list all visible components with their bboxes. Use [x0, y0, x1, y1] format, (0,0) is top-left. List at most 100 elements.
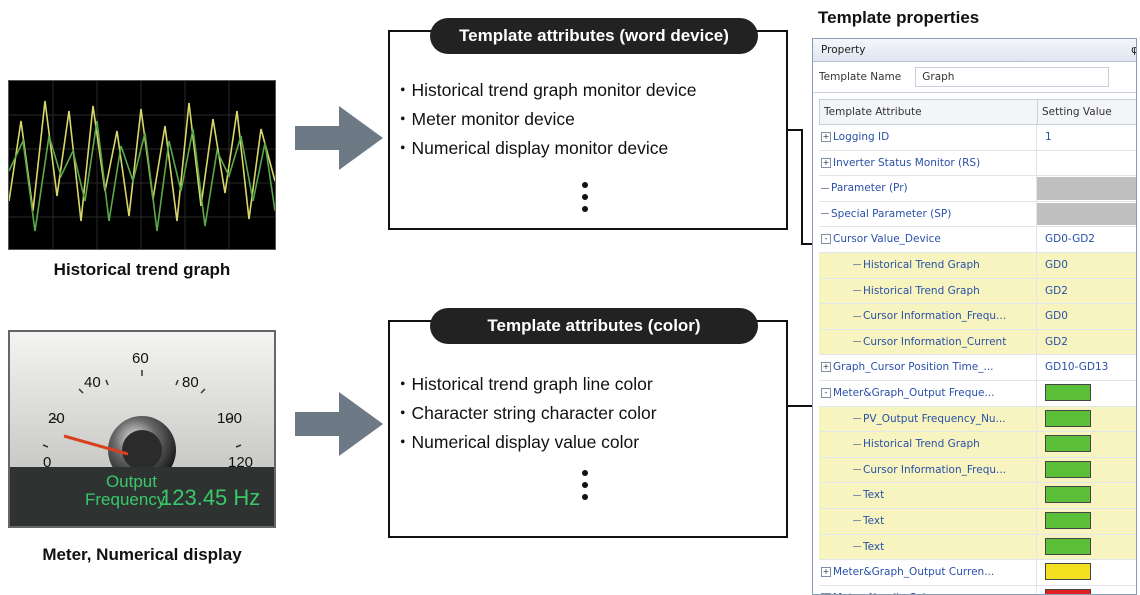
property-attribute: Historical Trend Graph [819, 432, 1037, 457]
property-value[interactable] [1037, 560, 1136, 585]
property-attribute: +Meter&Graph_Output Curren... [819, 560, 1037, 585]
property-value[interactable] [1037, 508, 1136, 534]
property-value-text: GD2 [1045, 335, 1068, 348]
color-swatch[interactable] [1045, 435, 1091, 453]
color-swatch[interactable] [1045, 511, 1091, 529]
property-value[interactable] [1037, 457, 1136, 483]
property-value[interactable] [1037, 586, 1136, 594]
property-value-text: GD0-GD2 [1045, 233, 1095, 246]
expand-icon[interactable]: + [821, 592, 831, 594]
color-swatch[interactable] [1045, 563, 1091, 581]
property-value[interactable]: GD0-GD2 [1037, 227, 1136, 252]
property-panel: Property φ Template Name Graph Template … [812, 38, 1137, 595]
tree-branch-icon [821, 213, 829, 215]
property-attribute: Text [819, 483, 1037, 508]
expand-icon[interactable]: + [821, 132, 831, 142]
property-row[interactable]: Text [819, 508, 1136, 535]
property-row[interactable]: Special Parameter (SP) [819, 201, 1136, 228]
property-attribute-label: Historical Trend Graph [863, 284, 980, 297]
list-item: ・Meter monitor device [394, 109, 575, 129]
property-attribute: +Meter_Needle Color [819, 585, 1037, 594]
property-value[interactable]: GD0 [1037, 304, 1136, 329]
property-value[interactable]: GD2 [1037, 329, 1136, 355]
color-swatch[interactable] [1045, 537, 1091, 555]
property-value[interactable] [1037, 432, 1136, 457]
word-device-title: Template attributes (word device) [430, 18, 758, 54]
property-attribute-label: PV_Output Frequency_Nu... [863, 412, 1006, 425]
expand-icon[interactable]: + [821, 362, 831, 373]
collapse-icon[interactable]: - [821, 387, 831, 398]
col-value: Setting Value [1042, 106, 1112, 118]
property-attribute: +Inverter Status Monitor (RS) [819, 150, 1037, 176]
property-row[interactable]: +Graph_Cursor Position Time_...GD10-GD13 [819, 355, 1136, 381]
property-value[interactable] [1037, 406, 1136, 432]
expand-icon[interactable]: + [821, 157, 831, 168]
property-value[interactable] [1037, 202, 1136, 227]
property-row[interactable]: Text [819, 483, 1136, 509]
property-value-text: GD10-GD13 [1045, 361, 1109, 374]
arrow-right-icon [295, 106, 383, 170]
meter-tick-120: 120 [228, 454, 254, 471]
property-value-text: 1 [1045, 131, 1052, 143]
tree-branch-icon [853, 443, 861, 445]
property-value[interactable]: GD10-GD13 [1037, 355, 1136, 380]
property-value[interactable] [1037, 534, 1136, 560]
property-row[interactable]: Cursor Information_Frequ...GD0 [819, 304, 1136, 330]
property-attribute-label: Meter&Graph_Output Curren... [833, 566, 995, 579]
property-row[interactable]: PV_Output Frequency_Nu... [819, 406, 1136, 433]
property-attribute: Cursor Information_Current [819, 329, 1037, 355]
meter-tick-0: 0 [43, 454, 52, 471]
collapse-icon[interactable]: - [821, 234, 831, 245]
property-row[interactable]: Parameter (Pr) [819, 176, 1136, 202]
more-dots [580, 182, 590, 218]
color-swatch[interactable] [1045, 588, 1091, 594]
property-value[interactable] [1037, 381, 1136, 406]
tree-branch-icon [853, 494, 861, 496]
trend-graph-image [8, 80, 276, 250]
property-row[interactable]: Historical Trend Graph GD2 [819, 278, 1136, 305]
color-swatch[interactable] [1045, 383, 1091, 401]
property-value[interactable] [1037, 483, 1136, 508]
property-attribute-label: Special Parameter (SP) [831, 207, 952, 220]
property-row[interactable]: +Meter&Graph_Output Curren... [819, 560, 1136, 586]
tree-branch-icon [853, 418, 861, 420]
list-item: ・Numerical display monitor device [394, 138, 669, 158]
trend-caption: Historical trend graph [53, 260, 231, 279]
tree-branch-icon [853, 264, 861, 266]
color-swatch[interactable] [1045, 486, 1091, 504]
property-row[interactable]: Historical Trend Graph [819, 432, 1136, 458]
word-device-list: ・Historical trend graph monitor device ・… [394, 76, 697, 163]
disabled-value-cell [1037, 177, 1136, 200]
pin-icon[interactable]: φ [1131, 39, 1136, 61]
property-row[interactable]: +Logging ID 1 [819, 125, 1136, 151]
property-value[interactable]: GD0 [1037, 252, 1136, 278]
color-swatch[interactable] [1045, 460, 1091, 478]
template-name-field[interactable]: Graph [915, 67, 1110, 87]
property-attribute-label: Logging ID [833, 131, 890, 143]
meter-image: 0 20 40 60 80 100 120 Output Frequency 1… [8, 330, 276, 528]
property-row[interactable]: +Meter_Needle Color [819, 585, 1136, 594]
property-attribute: Historical Trend Graph [819, 278, 1037, 304]
color-swatch[interactable] [1045, 409, 1091, 427]
meter-display-label: Output Frequency [85, 472, 166, 509]
property-row[interactable]: Text [819, 534, 1136, 561]
property-row[interactable]: Cursor Information_Current GD2 [819, 329, 1136, 356]
property-attribute: -Meter&Graph_Output Freque... [819, 380, 1037, 406]
property-row[interactable]: Cursor Information_Frequ... [819, 457, 1136, 484]
expand-icon[interactable]: + [821, 567, 831, 578]
property-row[interactable]: +Inverter Status Monitor (RS) [819, 150, 1136, 177]
property-row[interactable]: -Meter&Graph_Output Freque... [819, 380, 1136, 407]
property-attribute: Historical Trend Graph [819, 252, 1037, 278]
property-value[interactable] [1037, 151, 1136, 176]
property-value[interactable]: 1 [1037, 125, 1136, 150]
property-value[interactable] [1037, 176, 1136, 201]
property-attribute-label: Text [863, 540, 885, 553]
property-attribute: Parameter (Pr) [819, 176, 1037, 201]
property-value[interactable]: GD2 [1037, 278, 1136, 304]
property-attribute-label: Historical Trend Graph [863, 438, 980, 451]
meter-tick-40: 40 [84, 374, 101, 391]
property-attribute-label: Parameter (Pr) [831, 182, 908, 195]
